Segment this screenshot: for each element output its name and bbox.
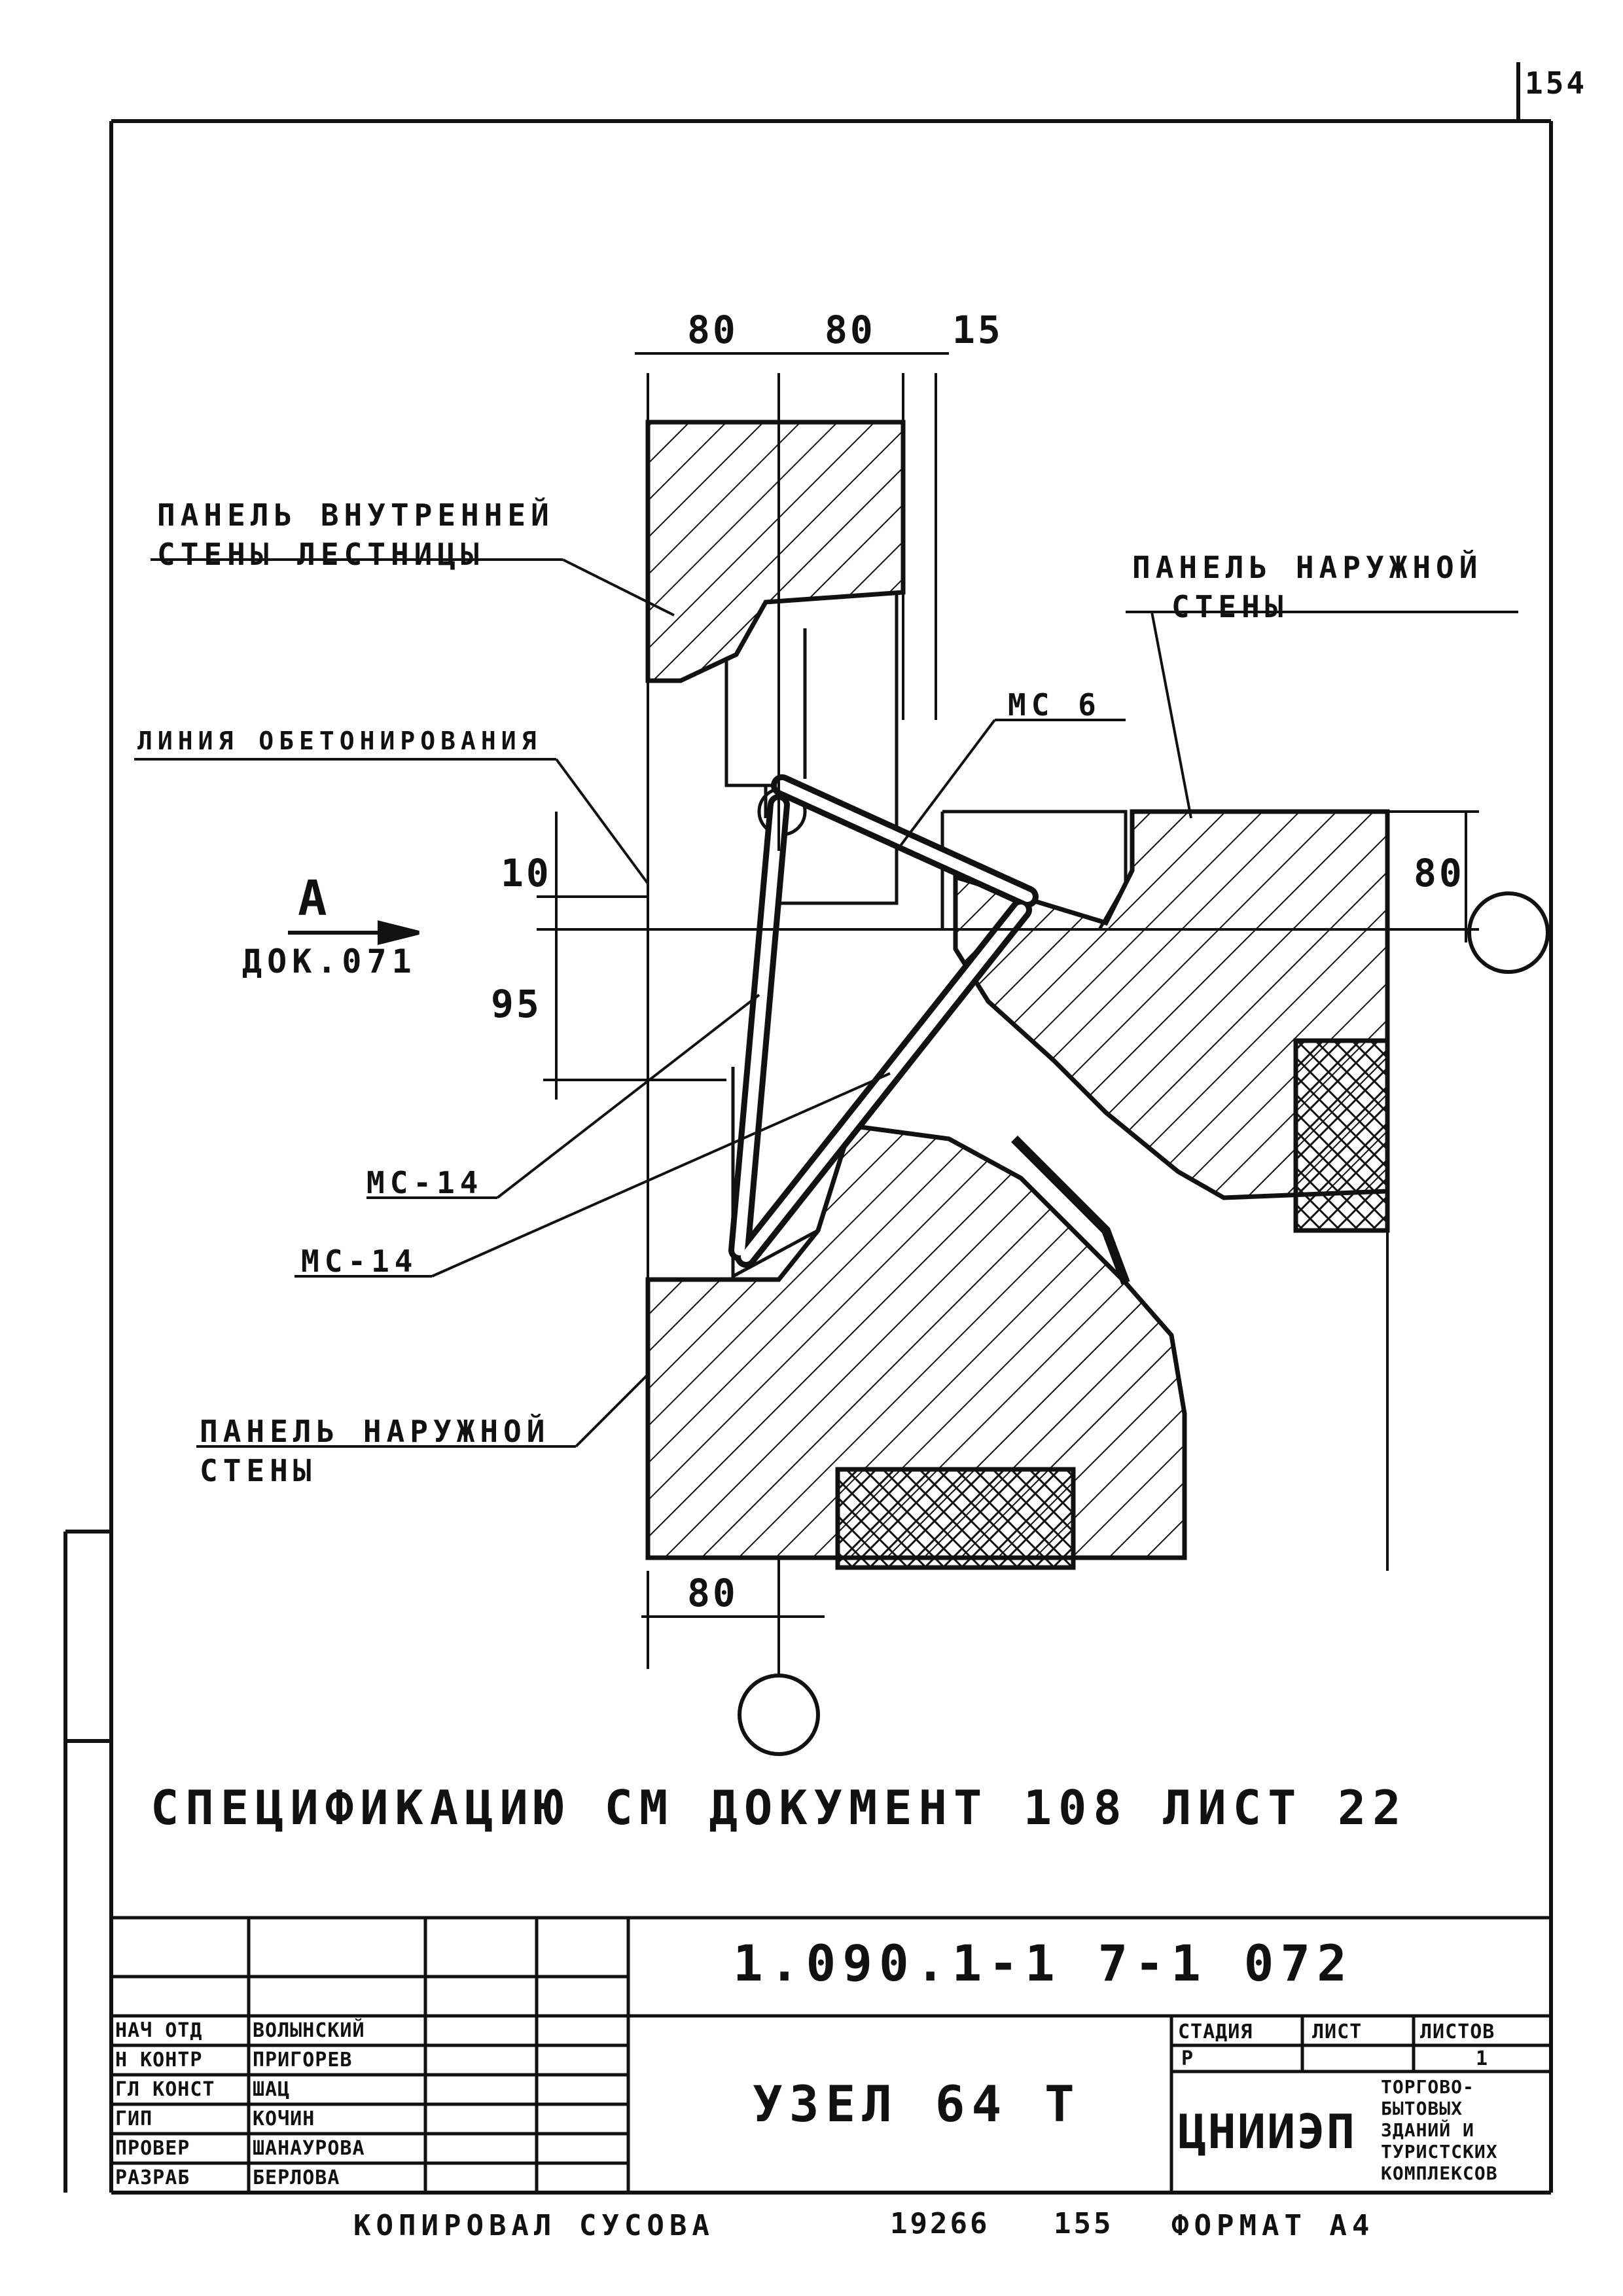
drawing-title: УЗЕЛ 64 Т xyxy=(753,2075,1081,2133)
role-4: ГИП xyxy=(115,2108,153,2130)
axis-marker-right xyxy=(1467,891,1550,974)
specification-note: СПЕЦИФИКАЦИЮ СМ ДОКУМЕНТ 108 ЛИСТ 22 xyxy=(151,1780,1408,1835)
role-3: ГЛ КОНСТ xyxy=(115,2078,215,2101)
dimension-top-left: 80 xyxy=(687,308,738,352)
label-outer-wall-bottom-line1: ПАНЕЛЬ НАРУЖНОЙ xyxy=(200,1414,550,1449)
stage-header: СТАДИЯ xyxy=(1178,2020,1253,2043)
footer-number-2: 155 xyxy=(1054,2207,1114,2240)
sheets-value: 1 xyxy=(1476,2047,1489,2070)
sheet-frame xyxy=(63,62,1553,2195)
dimension-left-lower: 95 xyxy=(491,982,542,1026)
view-letter: А xyxy=(298,870,330,927)
name-3: ШАЦ xyxy=(253,2078,291,2101)
dimension-lines xyxy=(537,352,1479,1676)
joint-seam xyxy=(1011,1136,1130,1285)
role-5: ПРОВЕР xyxy=(115,2137,190,2160)
axis-marker-bottom xyxy=(738,1674,820,1756)
view-reference: ДОК.071 xyxy=(242,942,417,980)
org-sub-4: ТУРИСТСКИХ xyxy=(1381,2141,1498,2162)
title-block-grid xyxy=(111,1916,1551,2193)
view-arrow xyxy=(288,920,419,945)
sheet-header: ЛИСТ xyxy=(1312,2020,1363,2043)
label-mc6: МС 6 xyxy=(1008,687,1101,723)
page-number: 154 xyxy=(1525,65,1588,101)
role-6: РАЗРАБ xyxy=(115,2166,190,2189)
role-1: НАЧ ОТД xyxy=(115,2019,203,2042)
label-outer-wall-bottom-line2: СТЕНЫ xyxy=(200,1453,317,1488)
org-sub-1: ТОРГОВО- xyxy=(1381,2076,1474,2098)
org-sub-2: БЫТОВЫХ xyxy=(1381,2098,1463,2119)
dimension-top-right: 15 xyxy=(952,308,1003,352)
name-5: ШАНАУРОВА xyxy=(253,2137,365,2160)
leader-lines xyxy=(134,558,1518,1448)
label-mc14-b: МС-14 xyxy=(301,1244,418,1279)
dimension-right: 80 xyxy=(1414,851,1465,895)
name-2: ПРИГОРЕВ xyxy=(253,2049,353,2072)
name-4: КОЧИН xyxy=(253,2108,315,2130)
footer-format: ФОРМАТ А4 xyxy=(1171,2209,1375,2242)
label-inner-wall-line2: СТЕНЫ ЛЕСТНИЦЫ xyxy=(157,537,484,572)
inner-wall-panel xyxy=(645,420,906,683)
label-mc14-a: МС-14 xyxy=(366,1165,484,1200)
footer-number: 19266 xyxy=(890,2207,990,2240)
dimension-bottom: 80 xyxy=(687,1571,738,1615)
stage-value: Р xyxy=(1181,2047,1194,2070)
label-outer-wall-top-line1: ПАНЕЛЬ НАРУЖНОЙ xyxy=(1132,550,1483,585)
label-outer-wall-top-line2: СТЕНЫ xyxy=(1171,589,1289,624)
org-sub-3: ЗДАНИЙ И xyxy=(1381,2119,1474,2141)
role-2: Н КОНТР xyxy=(115,2049,203,2072)
footer-copied: КОПИРОВАЛ СУСОВА xyxy=(353,2209,715,2242)
name-1: ВОЛЫНСКИЙ xyxy=(253,2019,365,2042)
organization-name: ЦНИИЭП xyxy=(1178,2104,1357,2159)
org-sub-5: КОМПЛЕКСОВ xyxy=(1381,2162,1498,2184)
insulation-insert-right xyxy=(1293,1038,1390,1233)
label-concreting-line: ЛИНИЯ ОБЕТОНИРОВАНИЯ xyxy=(137,726,542,755)
insulation-insert-bottom xyxy=(835,1467,1076,1570)
name-6: БЕРЛОВА xyxy=(253,2166,340,2189)
dimension-top-mid: 80 xyxy=(825,308,876,352)
document-code: 1.090.1-1 7-1 072 xyxy=(733,1934,1353,1992)
dimension-left-upper: 10 xyxy=(501,851,552,895)
label-inner-wall-line1: ПАНЕЛЬ ВНУТРЕННЕЙ xyxy=(157,497,554,533)
sheets-header: ЛИСТОВ xyxy=(1420,2020,1495,2043)
